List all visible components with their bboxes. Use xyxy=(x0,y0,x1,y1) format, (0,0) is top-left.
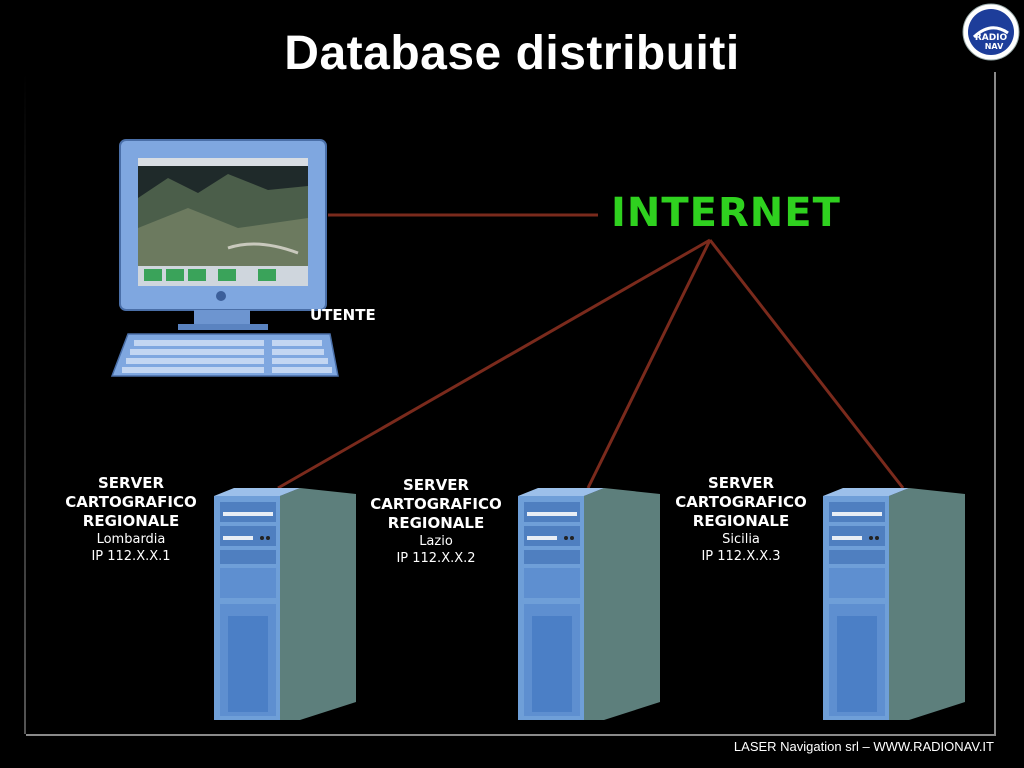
server-2-region: Lazio xyxy=(419,534,453,549)
server-2-line2: CARTOGRAFICO xyxy=(370,495,502,513)
server-2-line3: REGIONALE xyxy=(387,514,485,532)
server-2-ip: IP 112.X.X.2 xyxy=(396,551,476,566)
server-1-ip: IP 112.X.X.1 xyxy=(91,549,171,564)
server-tower-icon-3 xyxy=(823,488,965,720)
server-1-line2: CARTOGRAFICO xyxy=(65,493,197,511)
link-internet-server-2 xyxy=(586,239,712,489)
server-label-1: SERVER CARTOGRAFICO REGIONALE Lombardia … xyxy=(56,474,206,565)
link-internet-server-1 xyxy=(277,238,711,490)
server-label-2: SERVER CARTOGRAFICO REGIONALE Lazio IP 1… xyxy=(361,476,511,567)
server-3-line1: SERVER xyxy=(707,474,774,492)
server-1-line3: REGIONALE xyxy=(82,512,180,530)
server-3-line2: CARTOGRAFICO xyxy=(675,493,807,511)
server-1-line1: SERVER xyxy=(97,474,164,492)
svg-text:RADIO: RADIO xyxy=(975,33,1008,43)
server-3-line3: REGIONALE xyxy=(692,512,790,530)
user-label: UTENTE xyxy=(310,306,376,324)
slide-title: Database distribuiti xyxy=(284,27,740,80)
server-2-line1: SERVER xyxy=(402,476,469,494)
server-1-region: Lombardia xyxy=(96,532,166,547)
server-tower-icon-1 xyxy=(214,488,356,720)
server-tower-icon-2 xyxy=(518,488,660,720)
slide-frame xyxy=(24,72,996,736)
server-3-region: Sicilia xyxy=(722,532,760,547)
svg-text:NAV: NAV xyxy=(985,42,1004,51)
link-internet-server-3 xyxy=(708,239,905,489)
footer-text: LASER Navigation srl – WWW.RADIONAV.IT xyxy=(733,739,994,754)
server-3-ip: IP 112.X.X.3 xyxy=(701,549,781,564)
internet-label: INTERNET xyxy=(611,190,841,236)
radionav-logo-icon: RADIO NAV xyxy=(962,3,1020,61)
user-computer-icon xyxy=(110,139,339,377)
server-label-3: SERVER CARTOGRAFICO REGIONALE Sicilia IP… xyxy=(666,474,816,565)
